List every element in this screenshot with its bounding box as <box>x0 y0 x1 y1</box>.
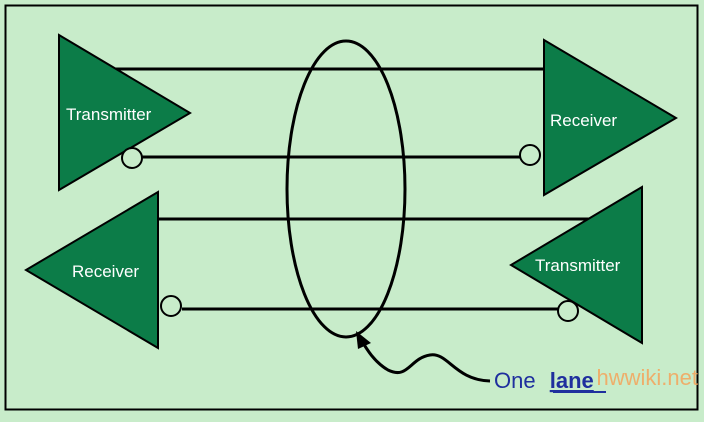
bottom-left-receiver: Receiver <box>24 190 182 350</box>
receiver-triangle <box>543 38 678 197</box>
transmitter-label: Transmitter <box>66 105 152 124</box>
top-left-transmitter: Transmitter <box>58 33 192 192</box>
callout-prefix: One <box>494 368 536 393</box>
lane-link[interactable]: lane <box>550 368 594 393</box>
inverting-bubble <box>519 144 541 166</box>
receiver-triangle <box>24 190 159 350</box>
bottom-right-transmitter: Transmitter <box>509 185 643 345</box>
receiver-label: Receiver <box>72 262 139 281</box>
inverting-bubble <box>121 147 143 169</box>
transmitter-triangle <box>509 185 643 345</box>
lane-ellipse <box>285 39 407 339</box>
callout-label: One lane <box>494 368 594 393</box>
receiver-label: Receiver <box>550 111 617 130</box>
callout-arrowhead <box>356 331 371 349</box>
inverting-bubble <box>557 300 579 322</box>
transmitter-label: Transmitter <box>535 256 621 275</box>
watermark: hwwiki.net <box>597 365 698 390</box>
callout-arrow <box>358 337 491 383</box>
top-right-receiver: Receiver <box>519 38 678 197</box>
inverting-bubble <box>160 295 182 317</box>
